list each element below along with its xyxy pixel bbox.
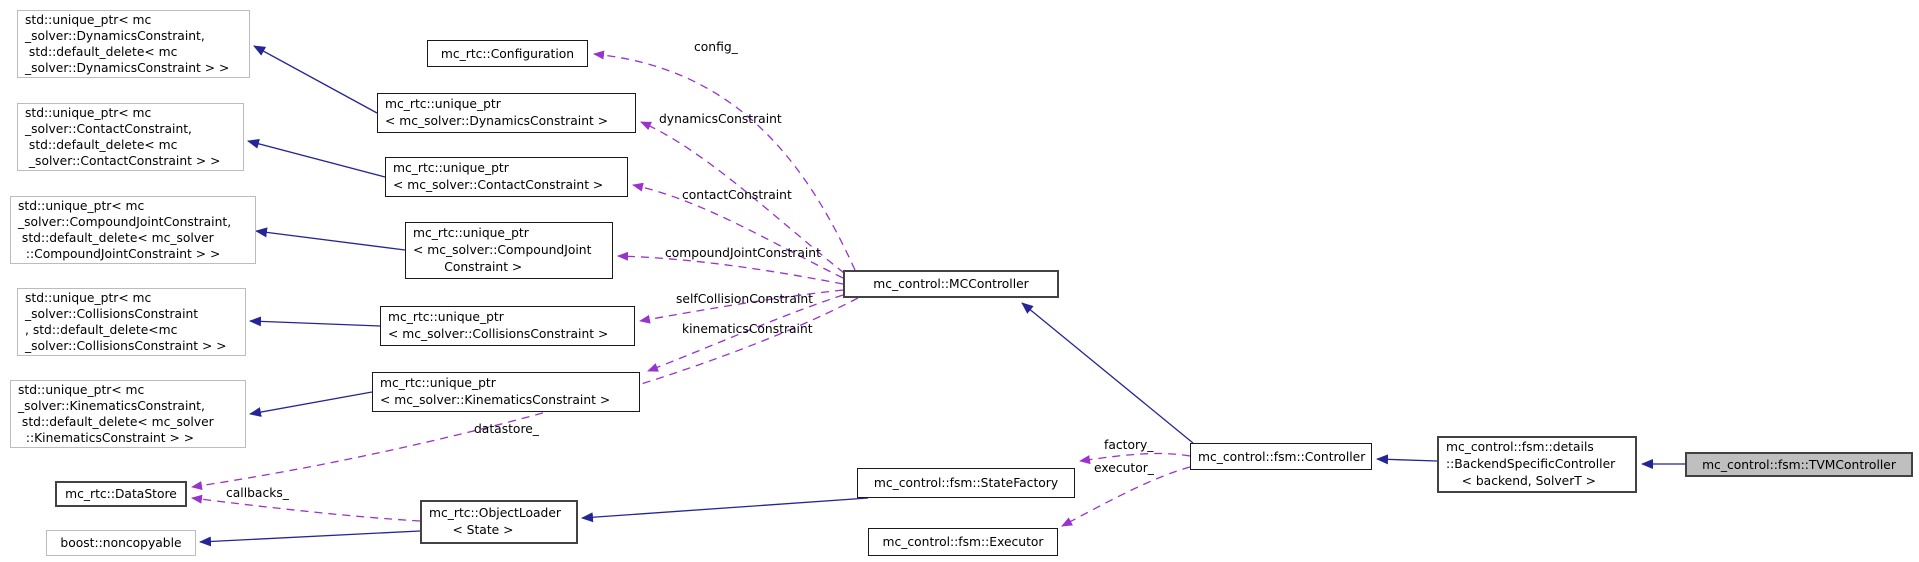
node-configuration[interactable]: mc_rtc::Configuration	[427, 40, 588, 67]
node-line: < mc_solver::ContactConstraint >	[393, 178, 604, 192]
edge-backend-to-controller	[1376, 454, 1438, 465]
node-mccontroller[interactable]: mc_control::MCController	[843, 270, 1059, 298]
node-line: mc_control::MCController	[873, 277, 1029, 291]
node-noncopyable: boost::noncopyable	[46, 530, 196, 556]
edge-label-kinematics-constraint: kinematicsConstraint	[682, 322, 813, 336]
edge-contact-constraint	[632, 182, 844, 279]
node-line: mc_rtc::unique_ptr	[385, 97, 501, 111]
edge-uptrdyn-to-stddyn	[253, 45, 378, 114]
edge-label-callbacks: callbacks_	[226, 486, 289, 500]
node-line: std::unique_ptr< mc	[18, 199, 145, 213]
node-line: _solver::DynamicsConstraint,	[25, 29, 205, 43]
node-line: _solver::ContactConstraint > >	[25, 154, 221, 168]
node-line: < State >	[429, 523, 514, 537]
node-objectloader[interactable]: mc_rtc::ObjectLoader < State >	[420, 500, 578, 544]
node-backendspecific[interactable]: mc_control::fsm::details ::BackendSpecif…	[1437, 436, 1637, 493]
node-line: ::CompoundJointConstraint > >	[18, 247, 221, 261]
node-line: _solver::CollisionsConstraint > >	[25, 339, 227, 353]
node-line: std::default_delete< mc	[25, 138, 178, 152]
node-line: mc_rtc::DataStore	[65, 487, 177, 501]
node-statefactory[interactable]: mc_control::fsm::StateFactory	[857, 468, 1075, 498]
edge-statefactory-to-objloader	[581, 497, 869, 523]
node-line: < backend, SolverT >	[1446, 474, 1596, 488]
node-uptr-contact[interactable]: mc_rtc::unique_ptr < mc_solver::ContactC…	[385, 157, 628, 197]
edge-objloader-to-noncopyable	[199, 530, 421, 547]
node-line: _solver::CollisionsConstraint	[25, 307, 199, 321]
node-line: boost::noncopyable	[60, 536, 182, 550]
node-line: _solver::DynamicsConstraint > >	[25, 61, 230, 75]
node-line: < mc_solver::KinematicsConstraint >	[380, 393, 611, 407]
node-line: < mc_solver::DynamicsConstraint >	[385, 114, 609, 128]
node-uptr-kinematics[interactable]: mc_rtc::unique_ptr < mc_solver::Kinemati…	[372, 372, 640, 412]
usage-edges	[191, 50, 1191, 527]
node-line: , std::default_delete<mc	[25, 323, 178, 337]
edge-label-selfcollision-constraint: selfCollisionConstraint	[676, 292, 813, 306]
node-uptr-compound[interactable]: mc_rtc::unique_ptr < mc_solver::Compound…	[405, 222, 613, 279]
edge-label-contact-constraint: contactConstraint	[682, 188, 792, 202]
node-line: std::unique_ptr< mc	[25, 106, 152, 120]
edge-label-factory: factory_	[1104, 438, 1154, 452]
node-line: std::unique_ptr< mc	[25, 291, 152, 305]
edge-label-executor: executor_	[1094, 461, 1154, 475]
edge-label-dynamics-constraint: dynamicsConstraint	[659, 112, 782, 126]
edge-label-datastore: datastore_	[474, 422, 539, 436]
edge-compound-constraint	[617, 251, 844, 285]
edge-kinematics-constraint	[647, 294, 844, 372]
edge-executor	[1061, 466, 1191, 527]
node-line: mc_control::fsm::Executor	[882, 535, 1044, 549]
edge-factory	[1079, 452, 1191, 465]
node-line: mc_rtc::Configuration	[440, 46, 575, 61]
node-line: _solver::CompoundJointConstraint,	[18, 215, 232, 229]
node-line: std::default_delete< mc	[25, 45, 178, 59]
node-line: mc_control::fsm::Controller	[1198, 449, 1366, 464]
node-line: mc_control::fsm::details	[1446, 440, 1594, 454]
node-line: mc_rtc::unique_ptr	[413, 226, 529, 240]
node-uptr-dynamics[interactable]: mc_rtc::unique_ptr < mc_solver::Dynamics…	[377, 93, 636, 133]
edge-uptrkin-to-stdkin	[249, 391, 373, 417]
node-uptr-collisions[interactable]: mc_rtc::unique_ptr < mc_solver::Collisio…	[380, 306, 635, 346]
node-std-contact: std::unique_ptr< mc _solver::ContactCons…	[17, 103, 244, 171]
node-tvmcontroller: mc_control::fsm::TVMController	[1685, 452, 1913, 477]
edge-uptrcontact-to-stdcontact	[247, 138, 386, 178]
edge-callbacks	[191, 494, 421, 522]
node-line: std::unique_ptr< mc	[18, 383, 145, 397]
node-line: std::unique_ptr< mc	[25, 13, 152, 27]
node-executor[interactable]: mc_control::fsm::Executor	[868, 528, 1058, 556]
node-line: ::KinematicsConstraint > >	[18, 431, 195, 445]
node-line: mc_rtc::unique_ptr	[388, 310, 504, 324]
edge-config	[593, 50, 856, 271]
node-fsm-controller[interactable]: mc_control::fsm::Controller	[1190, 443, 1372, 470]
inheritance-edges	[199, 45, 1685, 547]
node-datastore[interactable]: mc_rtc::DataStore	[55, 481, 187, 507]
edge-controller-to-mccontroller	[1021, 302, 1194, 444]
edge-uptrcoll-to-stdcoll	[249, 316, 381, 327]
edge-label-config: config_	[694, 40, 738, 54]
node-line: < mc_solver::CompoundJoint	[413, 243, 592, 257]
edge-dynamics-constraint	[640, 121, 845, 274]
node-line: mc_rtc::unique_ptr	[380, 376, 496, 390]
node-std-collisions: std::unique_ptr< mc _solver::CollisionsC…	[17, 288, 246, 356]
node-std-compound: std::unique_ptr< mc _solver::CompoundJoi…	[10, 196, 256, 264]
node-line: _solver::KinematicsConstraint,	[18, 399, 205, 413]
node-line: ::BackendSpecificController	[1446, 457, 1616, 471]
node-line: Constraint >	[413, 260, 523, 274]
edge-label-compound-constraint: compoundJointConstraint	[665, 246, 821, 260]
node-line: std::default_delete< mc_solver	[18, 231, 214, 245]
node-std-kinematics: std::unique_ptr< mc _solver::KinematicsC…	[10, 380, 246, 448]
node-line: mc_rtc::unique_ptr	[393, 161, 509, 175]
edge-uptrcompound-to-stdcompound	[255, 227, 406, 251]
node-line: mc_control::fsm::TVMController	[1702, 457, 1896, 472]
node-std-dynamics: std::unique_ptr< mc _solver::DynamicsCon…	[17, 10, 250, 78]
node-line: _solver::ContactConstraint,	[25, 122, 192, 136]
node-line: mc_control::fsm::StateFactory	[873, 476, 1059, 490]
node-line: < mc_solver::CollisionsConstraint >	[388, 327, 609, 341]
node-line: std::default_delete< mc_solver	[18, 415, 214, 429]
node-line: mc_rtc::ObjectLoader	[429, 506, 561, 520]
